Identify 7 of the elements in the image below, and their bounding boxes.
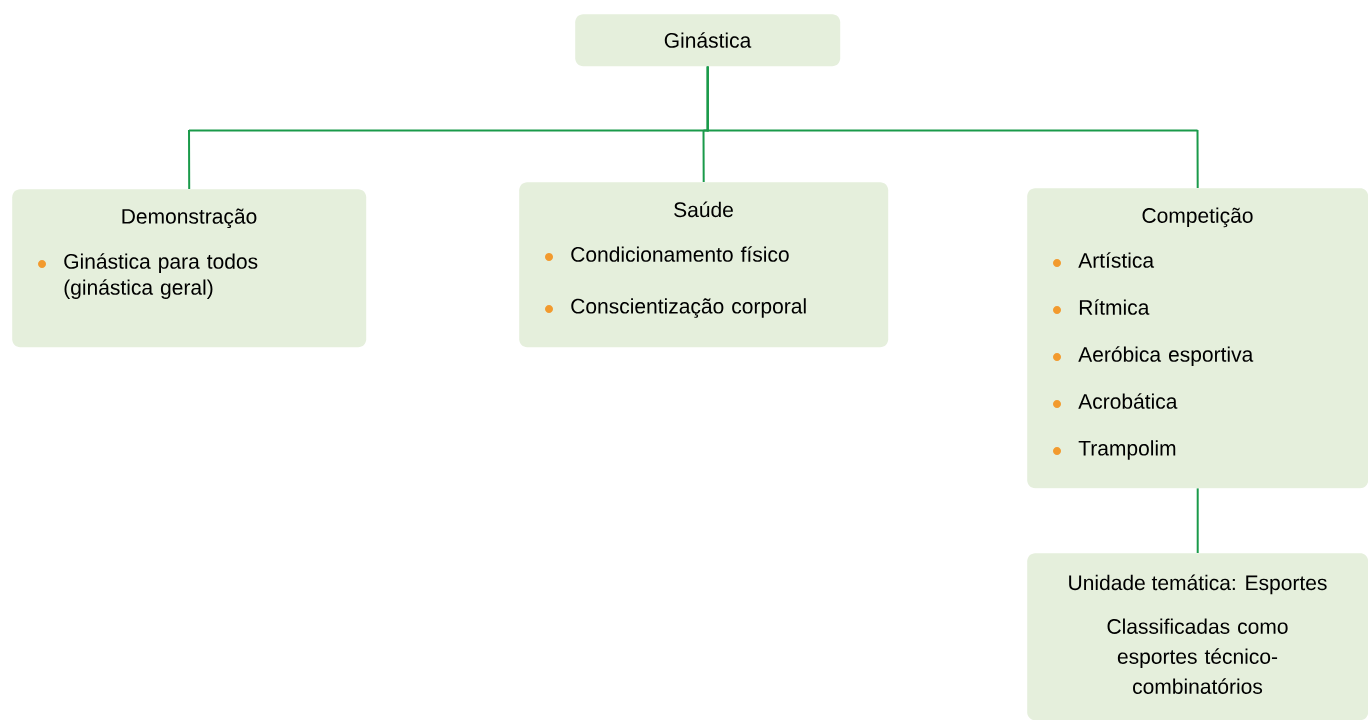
topic-box: Saúde Condicionamento físico Conscientização corporal bbox=[519, 182, 889, 348]
topic-box: Unidade temática: Esportes Classificadas como esportes técnico-combinatórios bbox=[1027, 553, 1368, 720]
topic-box: Competição Artística Rítmica Aeróbica esportiva Acrobática Trampolim bbox=[1027, 188, 1368, 489]
topic-box: Ginástica bbox=[575, 14, 841, 67]
connector-line bbox=[706, 65, 1199, 189]
topic-box: Demonstração Ginástica para todos (ginástica geral) bbox=[12, 189, 367, 348]
connector-line bbox=[1196, 487, 1199, 554]
